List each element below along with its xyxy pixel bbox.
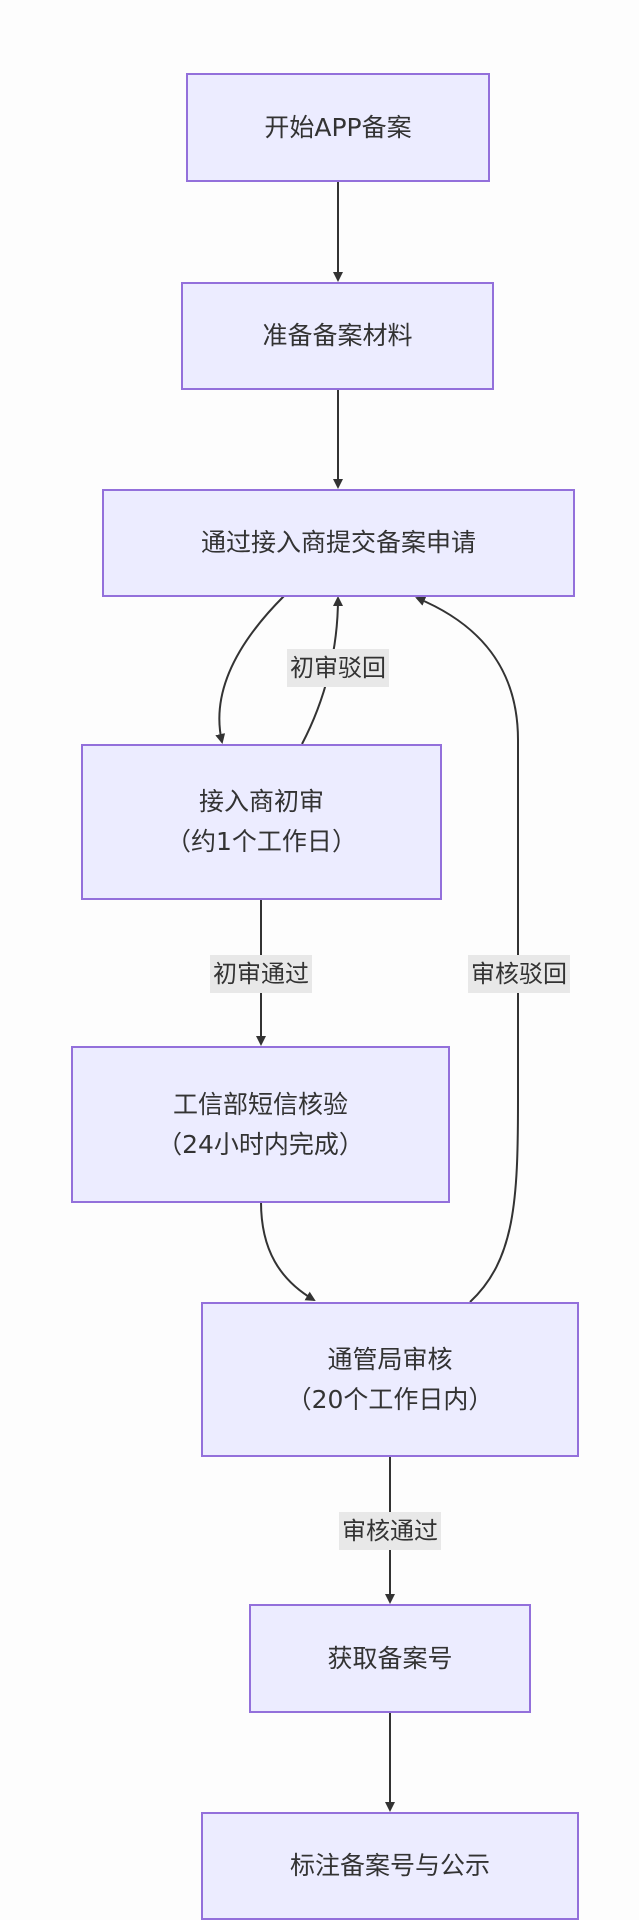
node-isp-review-line1: 接入商初审 [198,787,324,816]
node-isp-review-line2: （约1个工作日） [166,827,357,856]
edge-sms-bureau [260,1201,316,1302]
edge-label-review-reject: 审核驳回 [468,955,570,993]
flow-edges [215,181,519,1812]
node-isp-review: 接入商初审 （约1个工作日） [81,744,442,900]
node-sms-verify-line2: （24小时内完成） [157,1129,364,1159]
node-prepare-label: 准备备案材料 [262,321,413,350]
node-get-number-label: 获取备案号 [327,1643,453,1673]
node-bureau-review: 通管局审核 （20个工作日内） [201,1302,579,1457]
node-bureau-review-line2: （20个工作日内） [286,1384,494,1414]
node-submit-label: 通过接入商提交备案申请 [200,528,476,557]
node-get-number: 获取备案号 [249,1604,531,1713]
node-start-label: 开始APP备案 [264,112,412,142]
edge-bureau-submit [415,596,519,1303]
node-prepare: 准备备案材料 [181,282,494,390]
edge-label-initial-reject: 初审驳回 [287,649,389,687]
node-publish-label: 标注备案号与公示 [289,1851,490,1880]
node-sms-verify: 工信部短信核验 （24小时内完成） [71,1046,450,1203]
node-submit: 通过接入商提交备案申请 [102,489,575,597]
node-sms-verify-line1: 工信部短信核验 [172,1089,348,1119]
edge-submit-isp [215,595,285,744]
node-bureau-review-line1: 通管局审核 [327,1344,453,1374]
edge-label-review-pass: 审核通过 [339,1512,441,1550]
node-publish: 标注备案号与公示 [201,1812,579,1920]
edge-label-initial-pass: 初审通过 [210,955,312,993]
node-start: 开始APP备案 [186,73,490,182]
